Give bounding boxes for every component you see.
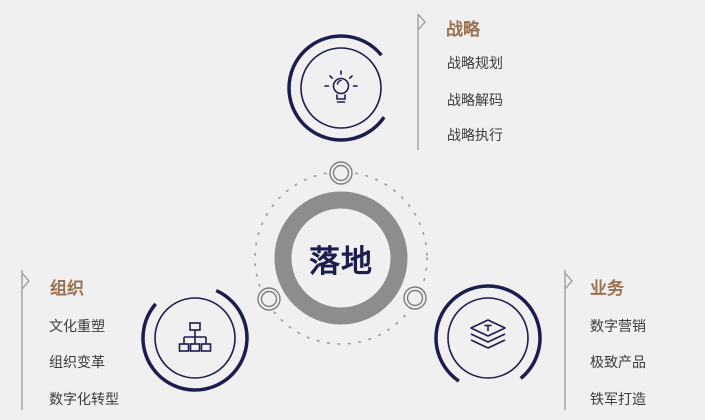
organization-title: 组织 xyxy=(50,279,84,299)
organization-bracket xyxy=(21,270,30,410)
business-item: 数字营销 xyxy=(590,319,646,335)
business-item: 极致产品 xyxy=(590,355,646,371)
strategy-item: 战略执行 xyxy=(447,128,503,144)
business-title: 业务 xyxy=(590,279,624,299)
strategy-node xyxy=(287,34,395,142)
center-label: 落地 xyxy=(309,244,373,280)
dotted-orbit xyxy=(254,171,428,345)
strategy-bracket xyxy=(417,13,426,150)
layers-icon xyxy=(470,319,506,349)
business-bracket xyxy=(564,270,573,410)
strategy-item: 战略规划 xyxy=(447,56,503,72)
business-item: 铁军打造 xyxy=(590,392,646,408)
business-node xyxy=(434,284,542,392)
strategy-title: 战略 xyxy=(446,20,480,40)
org-chart-icon xyxy=(178,322,212,352)
organization-item: 数字化转型 xyxy=(49,392,119,408)
connector-node-right xyxy=(403,286,427,310)
center-ring xyxy=(274,191,408,325)
organization-item: 文化重塑 xyxy=(49,319,105,335)
lightbulb-icon xyxy=(324,70,358,103)
strategy-item: 战略解码 xyxy=(447,93,503,109)
connector-node-top xyxy=(329,161,353,185)
connector-node-left xyxy=(257,287,281,311)
center-disc xyxy=(292,209,390,307)
organization-node xyxy=(141,284,249,392)
organization-item: 组织变革 xyxy=(49,355,105,371)
